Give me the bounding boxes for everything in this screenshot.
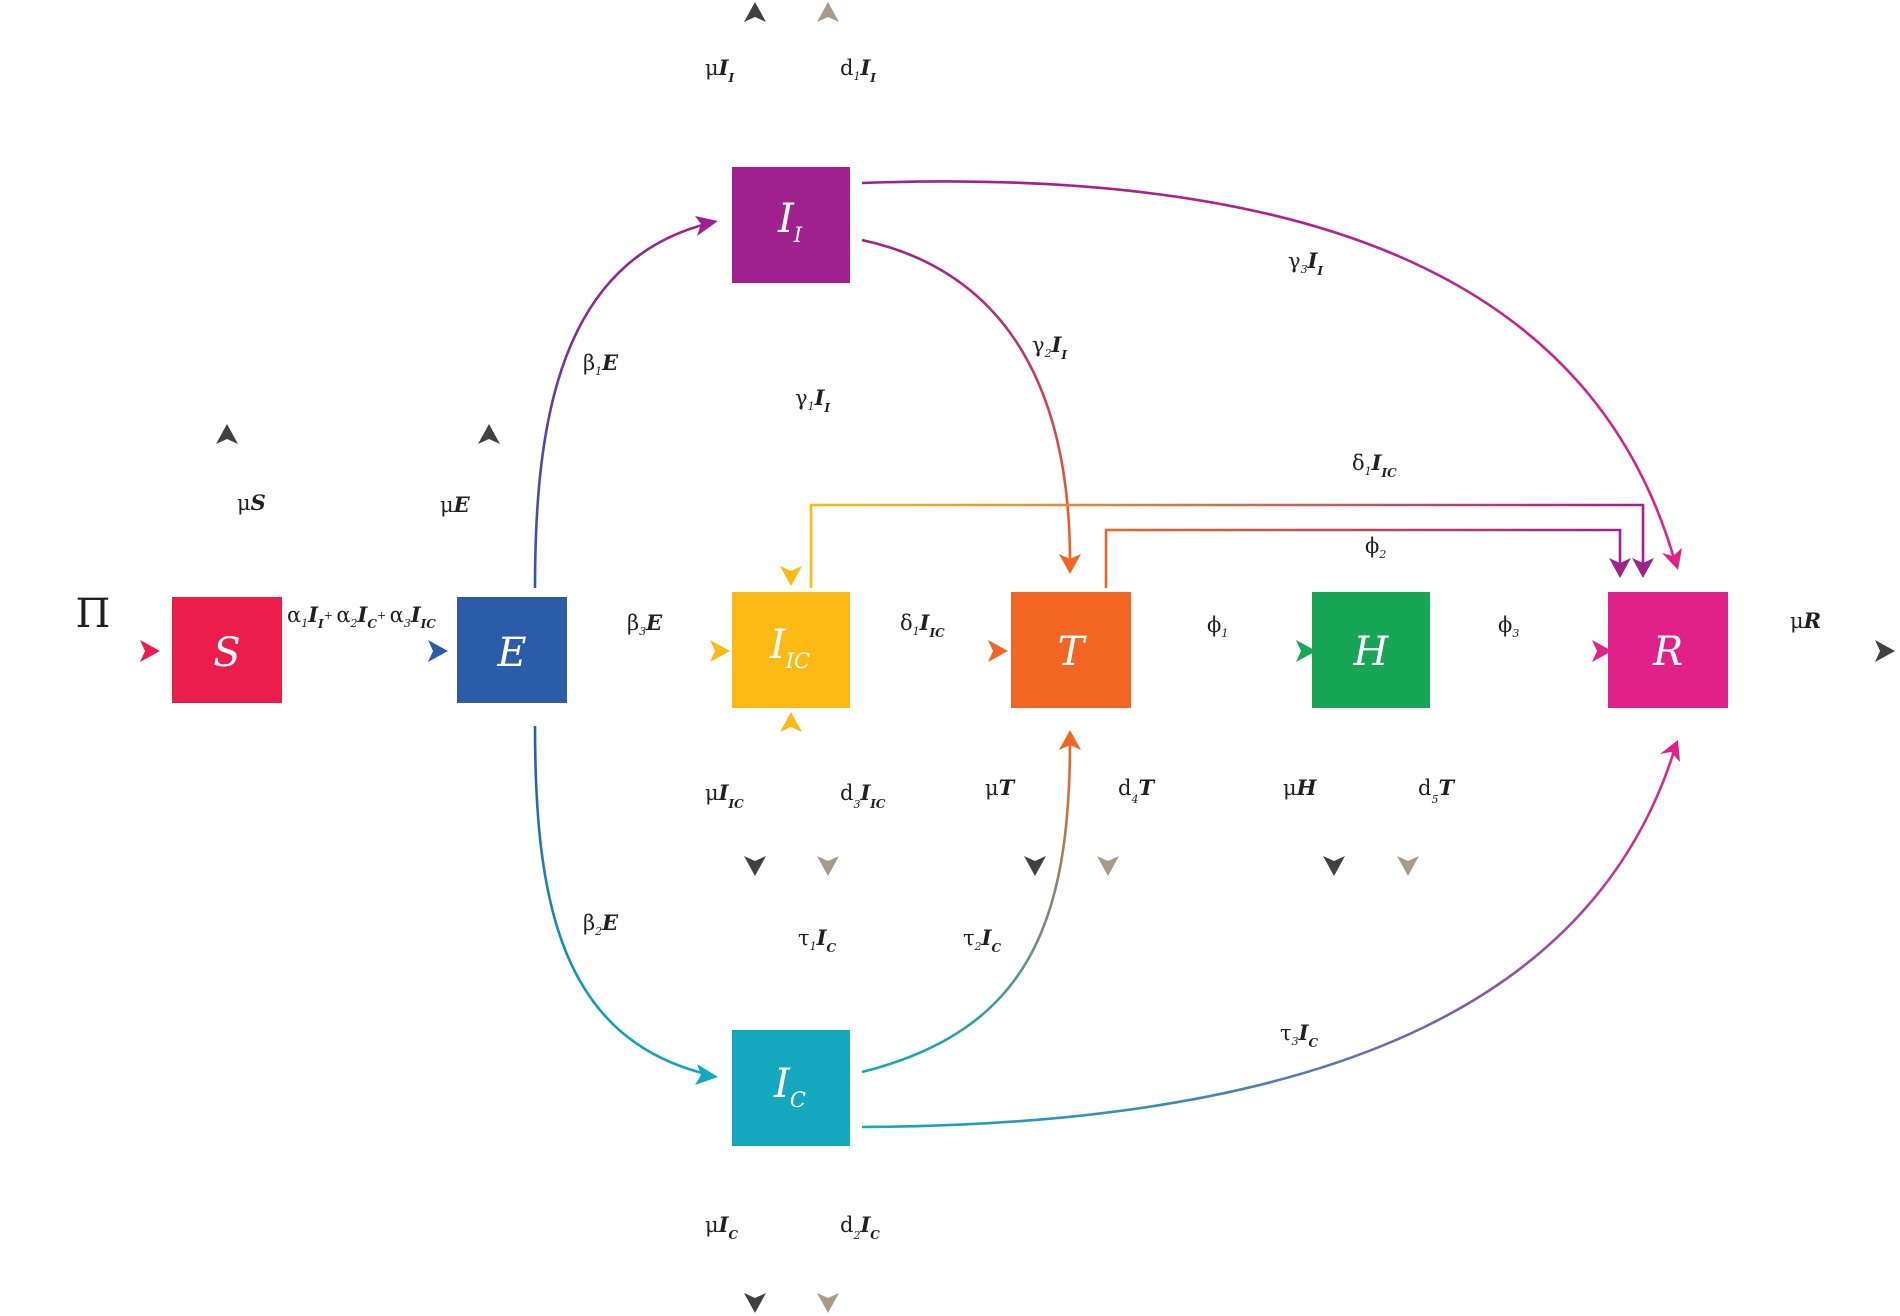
box-r-label: R <box>1652 629 1683 675</box>
label-d1-ii: d1II <box>840 55 876 85</box>
box-e-rect <box>457 597 567 703</box>
label-mu-e: μE <box>440 492 471 517</box>
label-d4-t: d4T <box>1118 775 1155 806</box>
box-ic-label: IC <box>773 1061 806 1112</box>
box-h-rect <box>1312 592 1430 708</box>
label-phi2: ϕ2 <box>1365 534 1386 561</box>
label-delta1-top: δ1IIC <box>1352 450 1397 480</box>
arrowhead-r-out <box>1875 640 1895 662</box>
arrowhead-h-disease-death <box>1397 856 1419 876</box>
arrowhead-ic-death <box>744 1293 766 1313</box>
label-mu-s: μS <box>237 490 266 515</box>
box-r-rect <box>1608 592 1728 708</box>
arrowhead-iic-disease-death <box>817 856 839 876</box>
arrow-e-to-ic <box>533 725 711 1077</box>
arrowhead-e-ii <box>695 216 718 236</box>
box-e: E <box>457 597 567 703</box>
arrowhead-t-death <box>1024 856 1046 876</box>
label-mu-ii: μII <box>705 55 734 85</box>
arrowhead-iic-death <box>744 856 766 876</box>
arrow-ii-to-r <box>861 180 1677 563</box>
label-phi3: ϕ3 <box>1498 613 1519 640</box>
arrowhead-e-ic <box>695 1064 718 1085</box>
label-force-of-infection: α1II+ α2IC+ α3IIC <box>287 602 436 631</box>
box-r: R <box>1608 592 1728 708</box>
arrowhead-t-disease-death <box>1097 856 1119 876</box>
box-ii: II <box>732 167 850 283</box>
arrowhead-s-e <box>428 640 448 662</box>
arrowhead-ic-r <box>1660 740 1680 762</box>
arrow-iic-to-r <box>809 503 1645 588</box>
arrowhead-ii-death <box>744 2 766 22</box>
box-iic-rect <box>732 592 850 708</box>
arrowhead-ii-t <box>1059 554 1081 574</box>
label-d2-ic: d2IC <box>840 1212 880 1242</box>
label-phi1: ϕ1 <box>1207 613 1228 640</box>
label-tau1: τ1IC <box>798 925 836 955</box>
label-tau2: τ2IC <box>963 925 1001 955</box>
label-gamma2: γ2II <box>1032 332 1067 362</box>
arrow-ic-to-t <box>861 739 1072 1074</box>
label-mu-t: μT <box>985 775 1016 800</box>
label-beta1-e: β1E <box>583 350 619 378</box>
arrowhead-iic-r <box>1632 558 1654 578</box>
arrow-e-to-ii <box>533 221 711 589</box>
label-mu-r: μR <box>1790 608 1821 633</box>
arrowhead-h-r <box>1592 640 1612 662</box>
arrow-ic-to-r <box>861 747 1677 1129</box>
box-t-label: T <box>1058 629 1088 675</box>
arrowhead-ii-r <box>1662 548 1682 570</box>
box-s-label: S <box>213 630 240 676</box>
arrowhead-inflow <box>140 640 160 662</box>
label-d3-iic: d3IIC <box>840 780 886 811</box>
label-mu-iic: μIIC <box>705 780 744 811</box>
label-delta1-mid: δ1IIC <box>900 610 945 640</box>
label-beta2-e: β2E <box>583 910 619 938</box>
box-h: H <box>1312 592 1430 708</box>
arrowhead-s-death <box>216 424 238 444</box>
box-ii-rect <box>732 167 850 283</box>
arrowhead-e-death <box>478 424 500 444</box>
arrow-t-to-r <box>1104 528 1622 588</box>
label-gamma3: γ3II <box>1288 248 1323 278</box>
box-ic-rect <box>732 1030 850 1146</box>
arrowhead-ii-disease-death <box>817 2 839 22</box>
label-beta3-e: β3E <box>627 610 663 638</box>
arrowhead-h-death <box>1323 856 1345 876</box>
box-s: S <box>172 597 282 703</box>
box-h-label: H <box>1353 629 1390 675</box>
arrowhead-ic-disease-death <box>817 1293 839 1313</box>
arrowhead-ic-t <box>1059 730 1081 750</box>
arrow-ii-to-t <box>861 238 1072 563</box>
label-mu-ic: μIC <box>705 1212 738 1242</box>
box-ic: IC <box>732 1030 850 1146</box>
label-mu-h: μH <box>1283 775 1318 800</box>
box-iic-label: IIC <box>769 622 810 673</box>
recruitment-label: Π <box>76 591 111 637</box>
box-t: T <box>1011 592 1131 708</box>
arrowhead-ic-iic <box>780 712 802 732</box>
box-e-label: E <box>496 630 526 676</box>
label-d5-t: d5T <box>1418 775 1455 806</box>
label-tau3: τ3IC <box>1280 1020 1318 1050</box>
box-s-rect <box>172 597 282 703</box>
arrowhead-e-iic <box>710 640 730 662</box>
arrowhead-iic-t <box>988 640 1008 662</box>
box-iic: IIC <box>732 592 850 708</box>
label-gamma1: γ1II <box>795 385 830 415</box>
arrowhead-ii-iic <box>780 566 802 586</box>
arrowhead-t-h <box>1296 640 1316 662</box>
arrowhead-t-r <box>1609 558 1631 578</box>
box-t-rect <box>1011 592 1131 708</box>
box-ii-label: II <box>777 196 803 247</box>
